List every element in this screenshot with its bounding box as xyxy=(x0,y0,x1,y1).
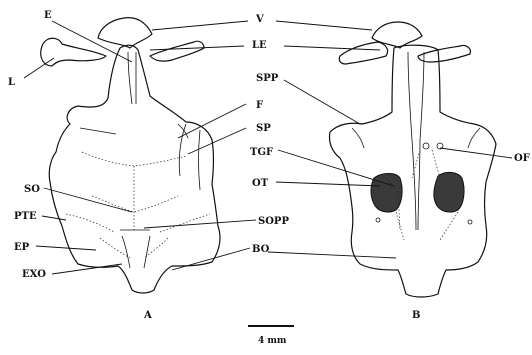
specimen-a-drawing xyxy=(41,18,220,293)
label-bo: BO xyxy=(252,244,270,255)
panel-label-b: B xyxy=(412,310,420,321)
panel-label-a: A xyxy=(143,310,152,321)
label-tgf: TGF xyxy=(250,147,273,158)
label-exo: EXO xyxy=(22,269,46,280)
label-e: E xyxy=(44,10,52,21)
label-le: LE xyxy=(252,40,267,51)
label-pte: PTE xyxy=(14,211,37,222)
label-v: V xyxy=(255,14,264,25)
label-sopp: SOPP xyxy=(258,216,289,227)
label-so: SO xyxy=(24,184,40,195)
label-sp: SP xyxy=(256,123,271,134)
label-ep: EP xyxy=(14,242,30,253)
label-ot: OT xyxy=(252,178,269,189)
label-of: OF xyxy=(514,153,530,164)
label-l: L xyxy=(8,77,15,88)
scale-bar-label: 4 mm xyxy=(258,336,287,346)
label-f: F xyxy=(256,100,263,111)
label-spp: SPP xyxy=(256,73,279,84)
